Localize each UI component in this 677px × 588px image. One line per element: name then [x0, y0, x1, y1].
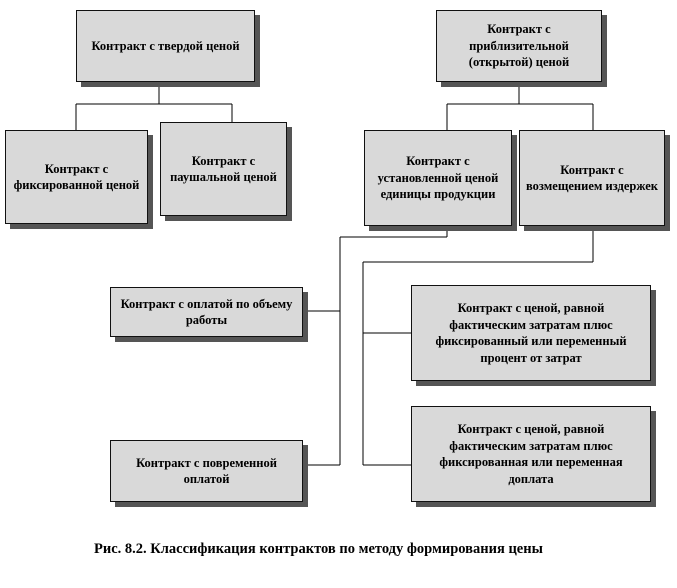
unit-price-contract-label: Контракт с установленной ценой единицы п…	[377, 154, 499, 202]
approx-price-contract-label: Контракт с приблизительной (открытой) це…	[468, 22, 570, 70]
cost-plus-percent-contract-box: Контракт с ценой, равной фактическим зат…	[411, 285, 651, 381]
cost-plus-fee-contract-box: Контракт с ценой, равной фактическим зат…	[411, 406, 651, 502]
cost-plus-fee-contract-label: Контракт с ценой, равной фактическим зат…	[439, 422, 623, 486]
approx-price-contract-box: Контракт с приблизительной (открытой) це…	[436, 10, 602, 82]
cost-plus-percent-contract-label: Контракт с ценой, равной фактическим зат…	[435, 301, 627, 365]
unit-price-contract-box: Контракт с установленной ценой единицы п…	[364, 130, 512, 226]
work-volume-contract-box: Контракт с оплатой по объему работы	[110, 287, 303, 337]
lump-sum-contract-label: Контракт с паушальной ценой	[170, 153, 277, 185]
time-pay-contract-label: Контракт с повременной оплатой	[136, 455, 277, 487]
fixed-fixed-price-contract-label: Контракт с фиксированной ценой	[13, 161, 140, 193]
fixed-price-contract-label: Контракт с твердой ценой	[91, 38, 240, 53]
cost-reimbursement-contract-label: Контракт с возмещением издержек	[526, 162, 658, 194]
cost-reimbursement-contract-box: Контракт с возмещением издержек	[519, 130, 665, 226]
fixed-fixed-price-contract-box: Контракт с фиксированной ценой	[5, 130, 148, 224]
figure-caption: Рис. 8.2. Классификация контрактов по ме…	[94, 541, 543, 557]
work-volume-contract-label: Контракт с оплатой по объему работы	[120, 296, 293, 328]
fixed-price-contract-box: Контракт с твердой ценой	[76, 10, 255, 82]
lump-sum-contract-box: Контракт с паушальной ценой	[160, 122, 287, 216]
time-pay-contract-box: Контракт с повременной оплатой	[110, 440, 303, 502]
